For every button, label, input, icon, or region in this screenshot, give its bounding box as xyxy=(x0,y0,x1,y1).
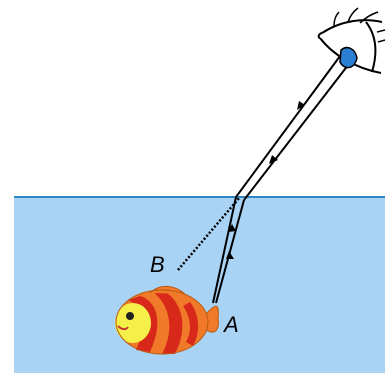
label-b: B xyxy=(150,252,165,277)
eye-icon xyxy=(317,7,386,74)
ray-air-left xyxy=(235,51,344,198)
arrow-air-2 xyxy=(297,101,305,110)
label-a: A xyxy=(222,312,239,337)
water xyxy=(14,197,385,373)
ray-water-left xyxy=(212,196,237,304)
arrow-water-1 xyxy=(228,224,236,232)
ray-air-right xyxy=(243,59,353,201)
arrow-air-1 xyxy=(269,155,278,164)
fish-icon xyxy=(115,285,219,355)
ray-water-right xyxy=(215,199,245,304)
arrow-water-2 xyxy=(226,251,234,259)
